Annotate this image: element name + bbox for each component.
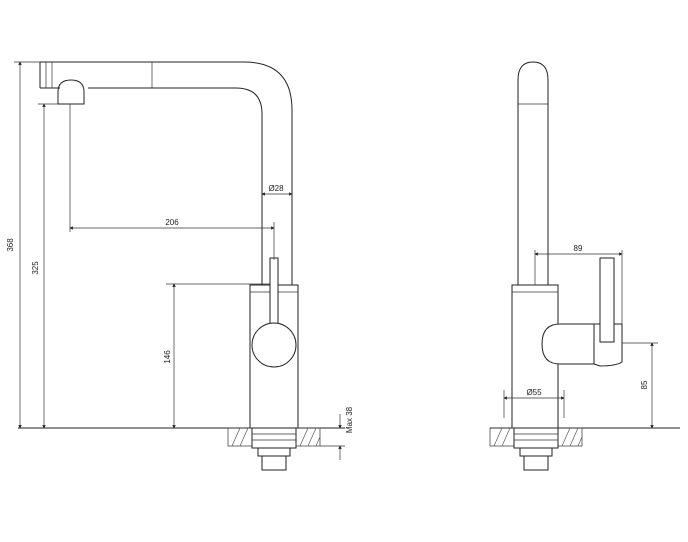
side-lever-handle [599,257,615,343]
dim-85-label: 85 [640,380,649,389]
dim-55-label: Ø55 [526,388,542,397]
side-spout [517,61,549,285]
front-spout-outer [40,61,293,285]
dim-368-label: 368 [6,238,15,252]
side-lever-knob [541,323,595,365]
front-view: 368 325 206 Ø28 146 Max 38 [6,61,354,471]
front-spout-inner [88,87,263,285]
dim-206-label: 206 [165,218,179,227]
front-nozzle [57,79,85,105]
dim-38-label: Max 38 [345,406,354,433]
side-fixing [513,427,559,471]
dim-89-label: 89 [574,244,583,253]
front-lever-knob [251,322,297,368]
side-view: 89 Ø55 85 [489,61,680,471]
dim-325-label: 325 [31,261,40,275]
dim-28-label: Ø28 [268,184,284,193]
front-fixing [251,427,297,471]
dim-146-label: 146 [163,350,172,364]
